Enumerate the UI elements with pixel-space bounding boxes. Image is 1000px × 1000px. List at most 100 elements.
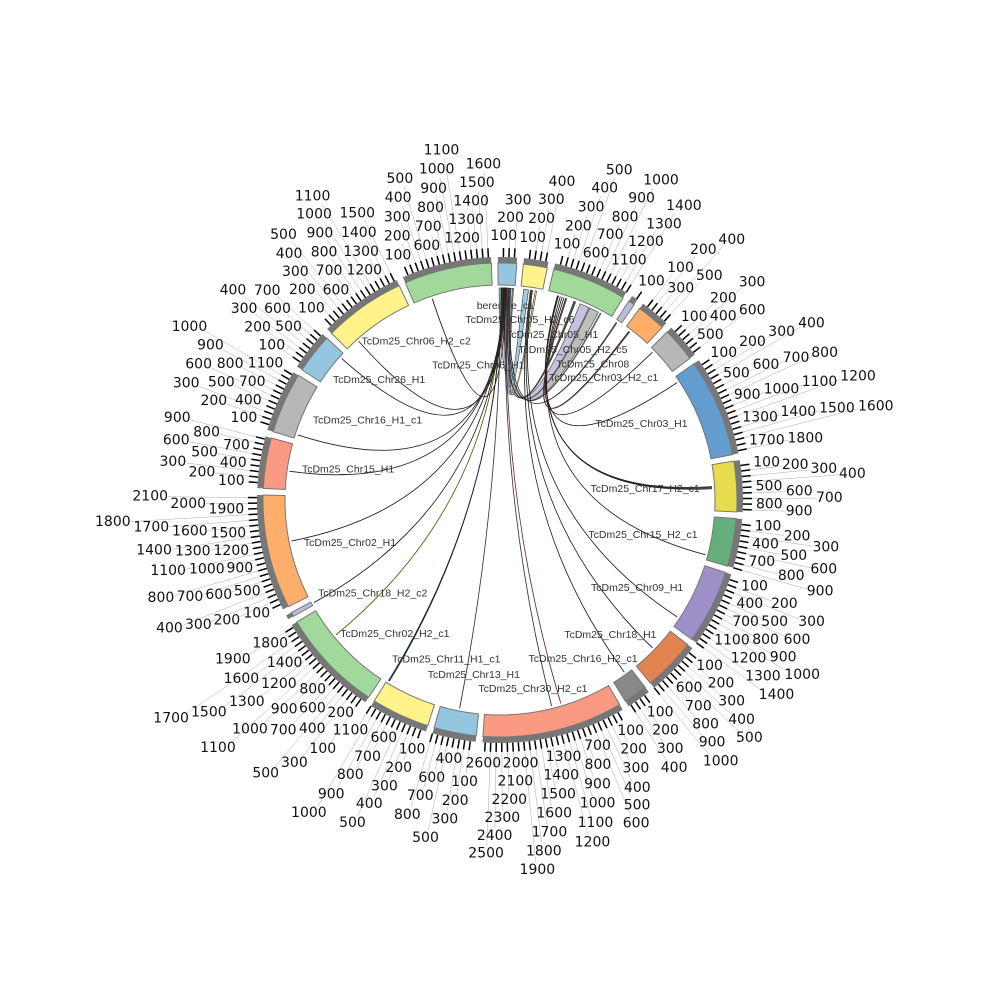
segment-tcdm25-chr11-h1-c1 [365, 681, 436, 739]
tick-leader-line [446, 748, 459, 812]
tick-leader-line [320, 696, 343, 723]
segment-tcdm25-chr08 [625, 299, 672, 345]
tick-leader-line [580, 738, 594, 777]
tick-leader-line [666, 245, 724, 311]
tick-mark [257, 567, 268, 572]
tick-mark [582, 728, 587, 738]
tick-mark [250, 464, 260, 467]
segment-tcdm25-chr05-h2-c6 [520, 249, 549, 290]
tick-mark [726, 409, 736, 415]
segment-tcdm25-chr26-h1 [292, 329, 344, 383]
tick-mark [445, 737, 450, 747]
tick-leader-line [751, 509, 786, 512]
tick-label: 1000 [419, 162, 455, 178]
tick-label: 700 [407, 788, 434, 804]
tick-leader-line [282, 349, 293, 358]
segment-label: TcDm25_Chr06_H2_c2 [362, 336, 471, 348]
tick-mark [716, 609, 726, 615]
tick-label: 500 [761, 614, 788, 630]
tick-label: 1100 [611, 252, 647, 268]
tick-mark [305, 338, 314, 345]
tick-mark [670, 672, 678, 681]
tick-mark [355, 292, 362, 302]
link-ribbon [297, 287, 505, 451]
tick-leader-line [605, 205, 637, 272]
tick-mark [324, 674, 332, 682]
segment-label: TcDm25_Chr08 [556, 358, 629, 370]
tick-mark [728, 415, 738, 420]
tick-leader-line [364, 220, 391, 274]
tick-leader-line [337, 719, 377, 788]
tick-mark [736, 556, 746, 560]
tick-label: 700 [254, 283, 281, 299]
tick-label: 900 [307, 226, 334, 242]
tick-label: 100 [298, 301, 325, 317]
tick-leader-line [298, 331, 307, 339]
tick-mark [592, 724, 598, 734]
tick-mark [657, 683, 665, 692]
tick-mark [313, 329, 322, 337]
segment-label: TcDm25_Chr13_H1 [428, 669, 520, 681]
tick-label: 400 [710, 308, 737, 324]
tick-label: 400 [235, 392, 262, 408]
tick-leader-line [357, 729, 397, 816]
tick-mark [341, 303, 349, 312]
tick-mark [250, 535, 260, 539]
tick-mark [341, 688, 349, 697]
tick-label: 400 [156, 621, 183, 637]
tick-mark [451, 738, 455, 748]
tick-label: 400 [299, 721, 326, 737]
tick-label: 800 [752, 632, 779, 648]
segment-block [497, 262, 518, 287]
tick-mark [566, 733, 571, 743]
tick-mark [355, 698, 362, 707]
segment-tcdm25-chr06-h1 [402, 248, 493, 304]
tick-label: 1400 [759, 687, 795, 703]
tick-label: 300 [281, 755, 308, 771]
tick-leader-line [585, 736, 594, 758]
tick-label: 1400 [341, 225, 377, 241]
tick-leader-line [403, 186, 427, 260]
tick-leader-line [292, 664, 310, 680]
tick-label: 300 [505, 193, 532, 209]
tick-mark [304, 653, 313, 661]
tick-label: 200 [528, 211, 555, 227]
tick-label: 1500 [339, 206, 375, 222]
tick-label: 900 [584, 776, 611, 792]
segment-tick-band [286, 612, 294, 620]
tick-label: 1800 [788, 431, 824, 447]
tick-mark [718, 604, 728, 610]
tick-mark [440, 736, 444, 746]
tick-label: 2500 [468, 846, 504, 862]
link-ribbon [525, 289, 653, 649]
tick-label: 1800 [252, 636, 288, 652]
tick-mark [291, 636, 300, 643]
leader-lines-layer [130, 158, 859, 863]
tick-label: 900 [770, 650, 797, 666]
tick-label: 800 [299, 682, 326, 698]
tick-label: 100 [218, 473, 245, 489]
tick-label: 200 [565, 219, 592, 235]
tick-leader-line [668, 687, 697, 719]
tick-leader-line [728, 355, 813, 395]
tick-leader-line [723, 368, 755, 385]
tick-label: 300 [160, 454, 187, 470]
tick-mark [651, 302, 659, 311]
tick-label: 300 [578, 199, 605, 215]
tick-label: 1400 [453, 193, 489, 209]
tick-label: 700 [354, 749, 381, 765]
segment-tcdm25-chr16-h1-c1 [260, 369, 318, 439]
segment-block [290, 601, 314, 617]
tick-mark [513, 248, 516, 258]
tick-leader-line [735, 384, 803, 411]
tick-mark [639, 698, 646, 707]
tick-mark [580, 262, 586, 272]
tick-label: 1700 [749, 433, 785, 449]
tick-label: 900 [786, 504, 813, 520]
tick-mark [316, 666, 324, 674]
tick-mark [401, 723, 406, 733]
tick-label: 200 [652, 722, 679, 738]
tick-label: 100 [243, 605, 270, 621]
tick-label: 400 [356, 796, 383, 812]
